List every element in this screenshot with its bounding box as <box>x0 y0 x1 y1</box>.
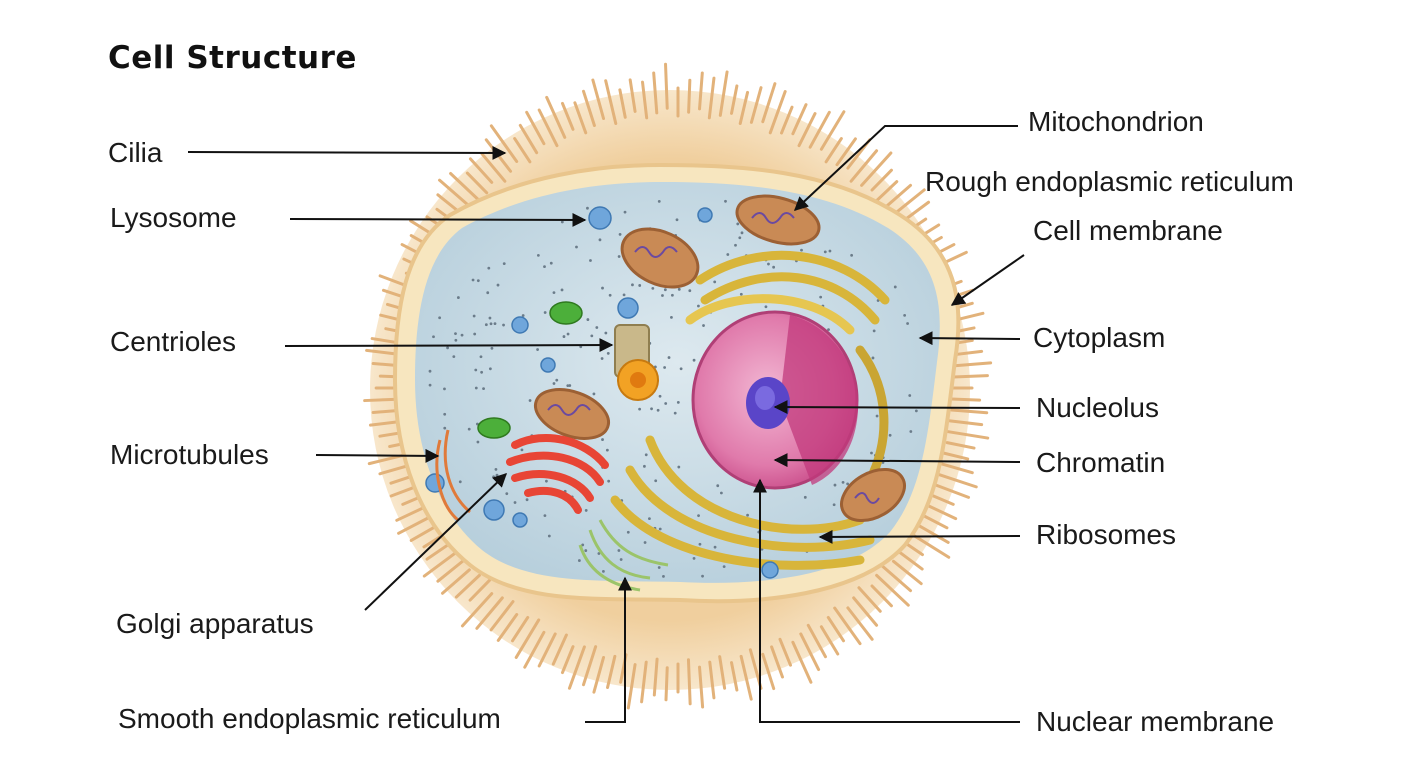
label-cilia: Cilia <box>108 137 163 168</box>
label-centrioles: Centrioles <box>110 326 237 357</box>
mitochondria-shapes <box>534 194 906 523</box>
rough-er-shape <box>610 250 890 570</box>
label-chromatin: Chromatin <box>1036 447 1166 478</box>
page-title: Cell Structure <box>108 40 357 76</box>
label-mitochondrion: Mitochondrion <box>1028 106 1204 137</box>
golgi-shape <box>506 434 609 514</box>
label-nuclear-membrane: Nuclear membrane <box>1036 706 1275 737</box>
label-rough-er: Rough endoplasmic reticulum <box>925 166 1294 197</box>
green-vesicles <box>477 301 583 439</box>
leader-lines <box>187 125 1025 723</box>
label-golgi-apparatus: Golgi apparatus <box>116 608 314 639</box>
label-cytoplasm: Cytoplasm <box>1033 322 1166 353</box>
nucleus-shape <box>691 310 859 490</box>
label-ribosomes: Ribosomes <box>1036 519 1177 550</box>
label-nucleolus: Nucleolus <box>1036 392 1159 423</box>
label-lysosome: Lysosome <box>110 202 237 233</box>
label-smooth-er: Smooth endoplasmic reticulum <box>118 703 501 734</box>
label-cell-membrane: Cell membrane <box>1033 215 1223 246</box>
centriole-shape <box>614 324 659 401</box>
label-microtubules: Microtubules <box>110 439 269 470</box>
lysosome-shapes <box>425 206 779 579</box>
